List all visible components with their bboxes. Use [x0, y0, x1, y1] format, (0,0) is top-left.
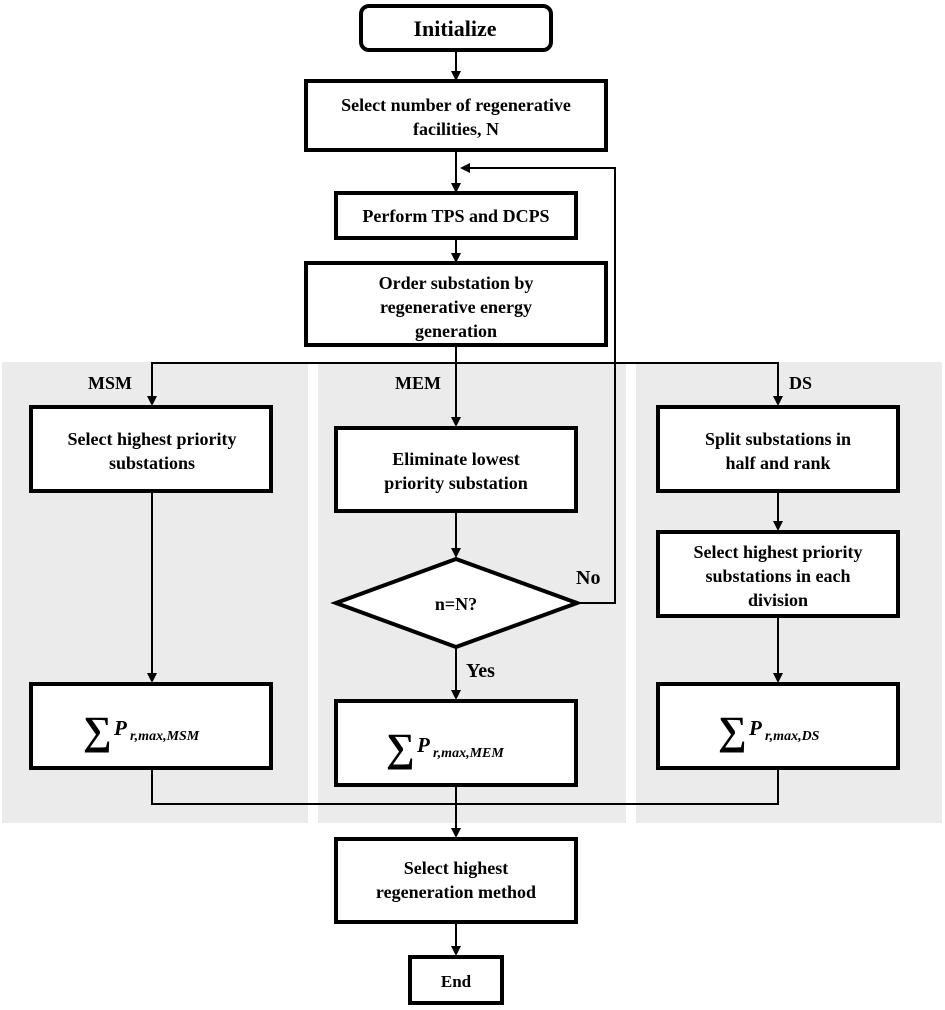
ds-label: DS [789, 373, 812, 393]
branch-split-line [151, 362, 779, 383]
select-number-node: Select number of regenerative facilities… [304, 79, 608, 152]
end-node: End [408, 955, 504, 1005]
mem-eliminate-line-1: Eliminate lowest [392, 449, 520, 469]
end-label: End [441, 972, 472, 991]
sum-mem-var: P [416, 733, 430, 757]
final-select-line-1: Select highest [404, 858, 508, 878]
no-label: No [576, 567, 600, 589]
merge-line [151, 768, 779, 805]
ds-select-line-3: division [748, 590, 808, 610]
arrow-no-loop [460, 163, 616, 604]
mem-eliminate-node: Eliminate lowest priority substation [334, 426, 578, 513]
decision-node: n=N? [330, 556, 583, 650]
initialize-node: Initialize [359, 4, 553, 52]
sum-mem-symbol: ∑ [386, 725, 415, 770]
sum-ds-symbol: ∑ [718, 708, 747, 753]
sum-msm-sub: r,max,MSM [130, 729, 200, 744]
connectors [147, 50, 783, 956]
sum-msm-var: P [113, 716, 127, 740]
decision-label: n=N? [435, 594, 477, 614]
ds-select-node: Select highest priority substations in e… [656, 530, 900, 618]
msm-select-node: Select highest priority substations [29, 405, 273, 493]
order-line-1: Order substation by [379, 273, 534, 293]
initialize-label: Initialize [413, 16, 496, 41]
ds-select-line-2: substations in each [705, 566, 850, 586]
sum-ds-sub: r,max,DS [765, 729, 820, 744]
mem-label: MEM [395, 373, 441, 393]
final-select-node: Select highest regeneration method [334, 837, 578, 924]
final-select-line-2: regeneration method [376, 882, 536, 902]
select-number-line-2: facilities, N [413, 119, 499, 139]
sum-msm-symbol: ∑ [83, 708, 112, 753]
msm-select-line-1: Select highest priority [68, 429, 237, 449]
perform-node: Perform TPS and DCPS [334, 191, 578, 240]
order-node: Order substation by regenerative energy … [304, 261, 608, 347]
msm-select-line-2: substations [109, 453, 195, 473]
ds-split-line-2: half and rank [725, 453, 830, 473]
ds-split-line-1: Split substations in [705, 429, 851, 449]
mem-eliminate-line-2: priority substation [384, 473, 528, 493]
msm-label: MSM [88, 373, 132, 393]
order-line-2: regenerative energy [380, 297, 532, 317]
sum-msm-node: ∑ P r,max,MSM [29, 682, 273, 770]
perform-label: Perform TPS and DCPS [362, 206, 549, 226]
ds-split-node: Split substations in half and rank [656, 405, 900, 493]
sum-mem-node: ∑ P r,max,MEM [334, 699, 578, 787]
ds-select-line-1: Select highest priority [694, 542, 863, 562]
sum-mem-sub: r,max,MEM [433, 746, 504, 761]
yes-label: Yes [466, 660, 495, 682]
sum-ds-node: ∑ P r,max,DS [656, 682, 900, 770]
sum-ds-var: P [748, 716, 762, 740]
order-line-3: generation [415, 321, 497, 341]
select-number-line-1: Select number of regenerative [341, 95, 571, 115]
